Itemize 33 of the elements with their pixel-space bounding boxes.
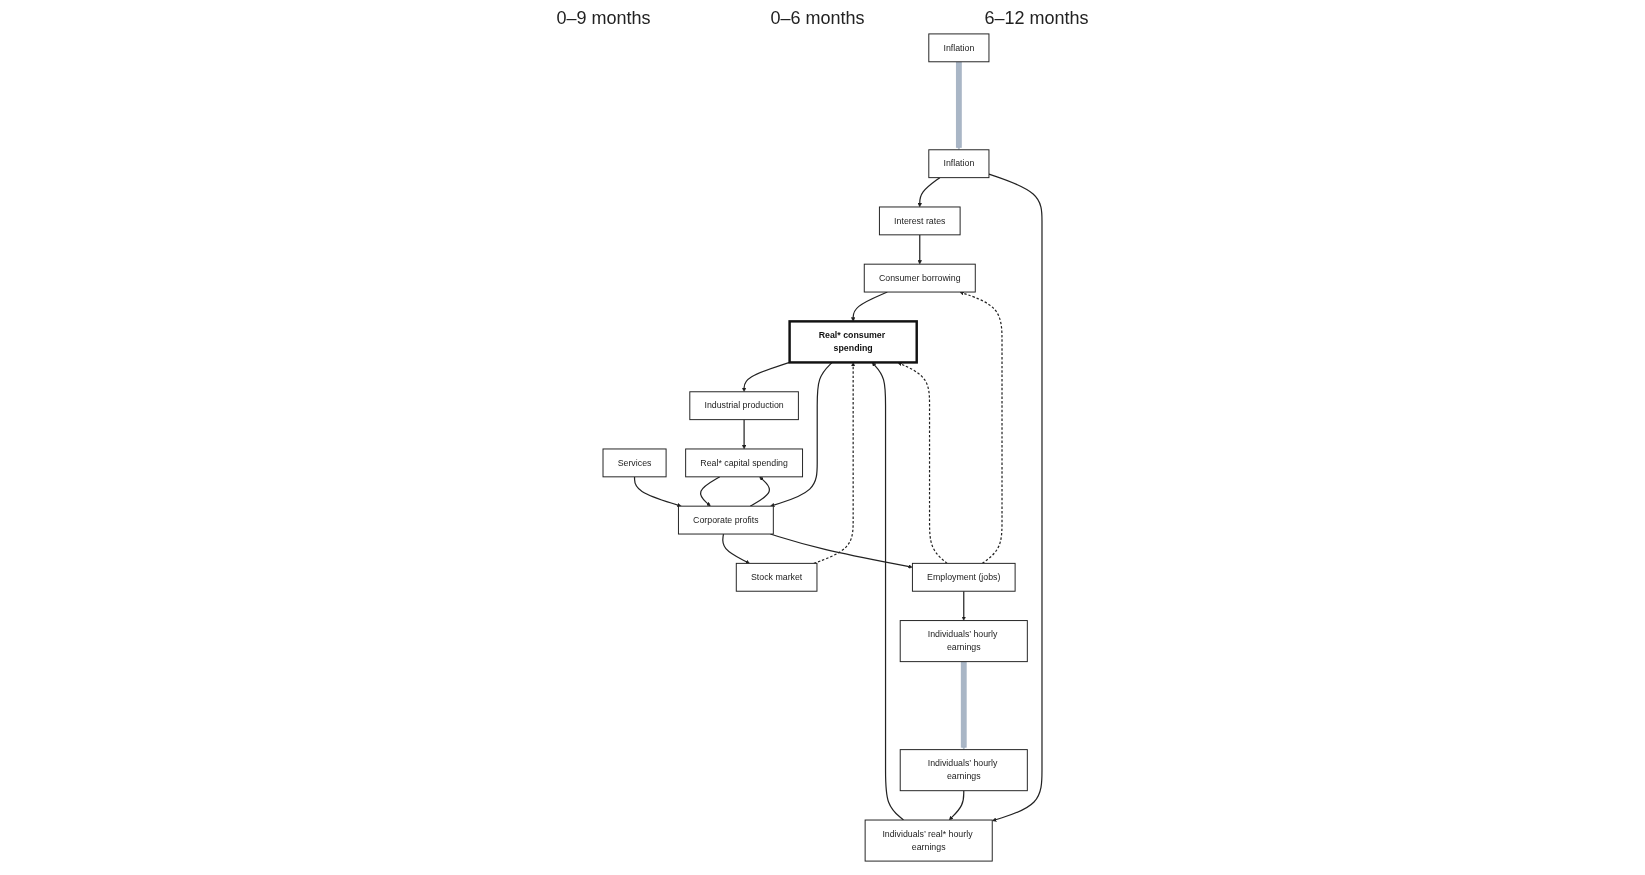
arrow [741, 361, 791, 392]
arrow [917, 177, 941, 208]
node-box: Real* consumer spending [788, 320, 918, 364]
node-box: Services [602, 448, 667, 478]
node-box: Corporate profits [677, 505, 774, 535]
arrow [917, 234, 922, 265]
node-box: Employment (jobs) [911, 562, 1016, 592]
time-span-label: 0–9 months [556, 8, 651, 22]
arrow [897, 362, 948, 564]
arrow [871, 362, 905, 821]
arrow [988, 173, 1043, 822]
arrow [633, 476, 682, 508]
arrow [955, 61, 962, 150]
node-box: Individuals’ hourly earnings [899, 749, 1028, 792]
node-box: Real* capital spending [685, 448, 804, 478]
arrow [948, 790, 965, 821]
arrow [749, 476, 771, 507]
node-box: Interest rates [878, 206, 961, 236]
arrow [699, 476, 721, 507]
arrow [960, 661, 967, 750]
arrow [741, 419, 747, 450]
node-box: Inflation [928, 33, 990, 63]
arrow [722, 533, 750, 564]
arrow [961, 590, 966, 621]
arrow [959, 291, 1003, 564]
node-box: Stock market [735, 562, 818, 592]
node-box: Individuals’ hourly earnings [899, 620, 1028, 663]
time-span-label: 0–6 months [770, 8, 865, 22]
node-box: Consumer borrowing [863, 263, 976, 293]
time-span-label: 6–12 months [984, 8, 1089, 22]
node-box: Inflation [928, 149, 990, 179]
node-box: Industrial production [689, 391, 799, 421]
node-box: Individuals’ real* hourly earnings [864, 819, 993, 862]
